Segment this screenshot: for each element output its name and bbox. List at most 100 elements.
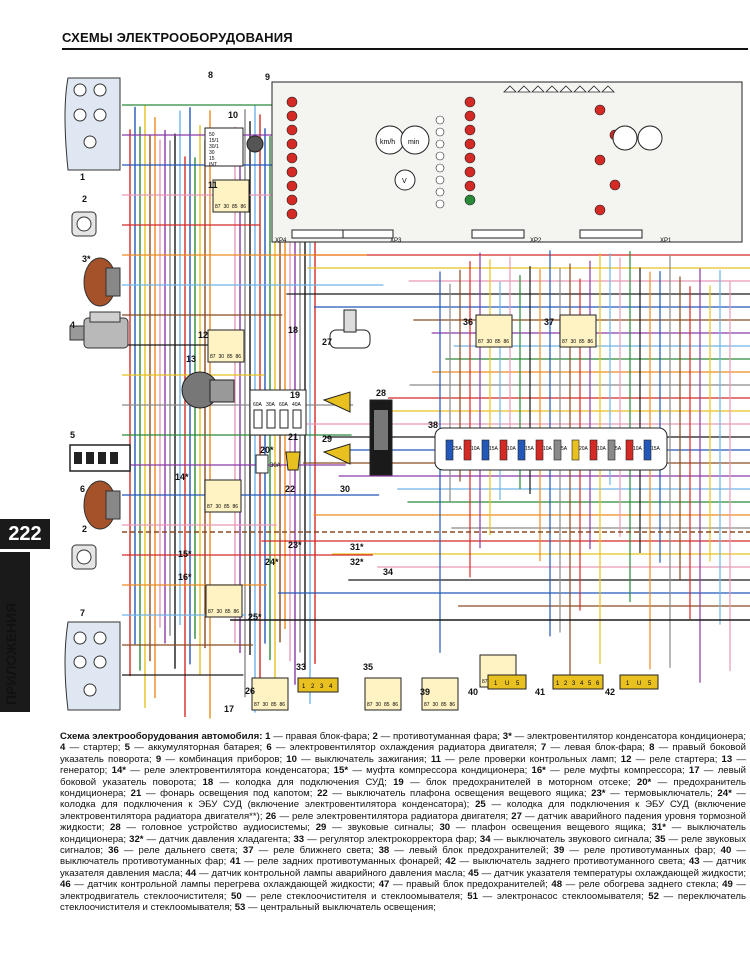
component-number: 16* [178,572,192,582]
component-number: 4 [70,320,75,330]
caption-item: 50 — реле стеклоочистителя и стеклоомыва… [231,891,467,902]
relay-pin-label: 30 [217,609,223,615]
caption-item-number: 13 [721,753,733,765]
fuse [253,409,263,429]
caption-item: 51 — электронасос стеклоомывателя; [467,891,648,902]
caption-item-text: — датчик указателя температуры охлаждающ… [478,867,747,879]
terminal-pin-label: 2 [564,681,568,687]
caption-item-number: 30 [439,822,451,834]
side-band [0,552,30,712]
caption-item: 17 — левый боковой указатель поворота; [60,765,746,787]
caption-item-number: 23* [591,788,606,800]
diode [545,85,559,93]
header-rule [62,48,748,50]
relay-pin-label: 86 [450,702,456,708]
brake-fluid-sensor [329,309,371,349]
caption-item-number: 47 [378,879,390,891]
fuse-label: 60A [253,402,263,408]
component-number: 21 [288,432,298,442]
page-title: СХЕМЫ ЭЛЕКТРООБОРУДОВАНИЯ [62,30,293,45]
relay-pin-label: 87 [208,609,214,615]
fuse [481,439,490,461]
fuse-label: 25A [453,446,463,452]
caption-item-text: — правый блок предохранителей; [389,879,552,891]
switch-40 [487,674,527,690]
caption-item: 10 — выключатель зажигания; [286,754,431,765]
caption-item-text: — реле дальнего света; [118,845,243,857]
caption-item-number: 44 [185,867,197,879]
diode [517,85,531,93]
relay-pin-label: 87 [367,702,373,708]
component-number: 41 [535,687,545,697]
component-number: 18 [288,325,298,335]
fuse-label: 15A [651,446,661,452]
caption-item: 41 — реле задних противотуманных фонарей… [230,856,445,867]
caption-item-text: — выключатель звукового сигнала; [490,833,655,845]
caption-item: 27 — датчик аварийного падения уровня то… [60,811,746,833]
warning-lamp [594,204,606,216]
caption-item: 44 — датчик контрольной лампы аварийного… [186,868,469,879]
caption-item: 30 — плафон освещения вещевого ящика; [439,822,651,833]
warning-lamp [286,152,298,164]
fuse-label: 10A [543,446,553,452]
caption-item: 23* — термовыключатель; [591,788,717,799]
ignition-pin-label: 30 [209,150,215,156]
component-number: 22 [285,484,295,494]
caption-item-text: — стартер; [65,742,125,754]
caption-item: 9 — комбинация приборов; [156,754,286,765]
gauge-label-volt: V [402,178,407,185]
component-number: 34 [383,567,393,577]
terminal-pin-label: 4 [580,681,584,687]
caption-item-text: — реле стартера; [631,753,722,765]
warning-lamp [286,96,298,108]
caption-item: 25 — колодка для подключения к ЭБУ СУД (… [60,799,746,821]
component-number: 40 [468,687,478,697]
caption-item: 38 — левый блок предохранителей; [379,845,554,856]
page-header: СХЕМЫ ЭЛЕКТРООБОРУДОВАНИЯ [62,30,748,50]
ignition-pin-label: 15/1 [209,138,219,144]
caption-item-text: — реле противотуманных фар; [564,845,721,857]
component-number: 7 [80,608,85,618]
relay [251,677,289,711]
fuse-label: 10A [471,446,481,452]
caption-item-text: — головное устройство аудиосистемы; [120,822,316,834]
relay-pin-label: 86 [588,339,594,345]
caption-item-text: — фонарь освещения под капотом; [141,788,318,800]
fuse-label: 15A [525,446,535,452]
caption-item: 52 — переключатель стеклоочистителя и ст… [60,891,746,913]
relay-pin-label: 87 [215,204,221,210]
relay-pin-label: 30 [216,504,222,510]
caption-item-text: — датчик указателя давления масла; [60,856,746,879]
connector-label-xp2: XP2 [530,238,542,244]
caption-item-text: — блок предохранителей в моторном отсеке… [403,776,637,788]
instrument-cluster: km/h min V XP4 XP3 XP2 XP1 [271,81,743,244]
caption-item: 34 — выключатель звукового сигнала; [480,834,655,845]
caption-item-number: 15* [333,765,349,777]
warning-lamp [286,194,298,206]
component-number: 38 [428,420,438,430]
caption-item: 24* — колодка для подключения к ЭБУ СУД … [60,788,746,810]
caption-item: 5 — аккумуляторная батарея; [125,742,267,753]
warning-lamp [464,124,476,136]
relay-pin-label: 85 [227,354,233,360]
terminal-pin-label: 1 [302,684,306,690]
caption-item: 13 — генератор; [60,754,746,776]
connector-label-xp4: XP4 [275,238,287,244]
component-number: 35 [363,662,373,672]
right-headlamp [64,77,121,171]
caption-item-text: — левый боковой указатель поворота; [60,765,746,788]
caption-item-text: — датчик контрольной лампы аварийного да… [196,867,469,879]
fog-lamp-right [71,211,97,237]
caption-item: 48 — реле обогрева заднего стекла; [551,879,722,890]
caption-item-number: 49 [722,879,733,891]
warning-lamp [464,152,476,164]
page-number-tab: 222 [0,519,50,549]
diode [601,85,615,93]
caption-item: 7 — левая блок-фара; [541,742,649,753]
fuse [292,409,302,429]
caption-item: 53 — центральный выключатель освещения; [235,902,436,913]
fuse [499,439,508,461]
caption-item-text: — колодка для подключения к ЭБУ СУД (вкл… [60,799,746,822]
fog-lamp-left [71,544,97,570]
caption-item-text: — выключатель зажигания; [296,753,431,765]
